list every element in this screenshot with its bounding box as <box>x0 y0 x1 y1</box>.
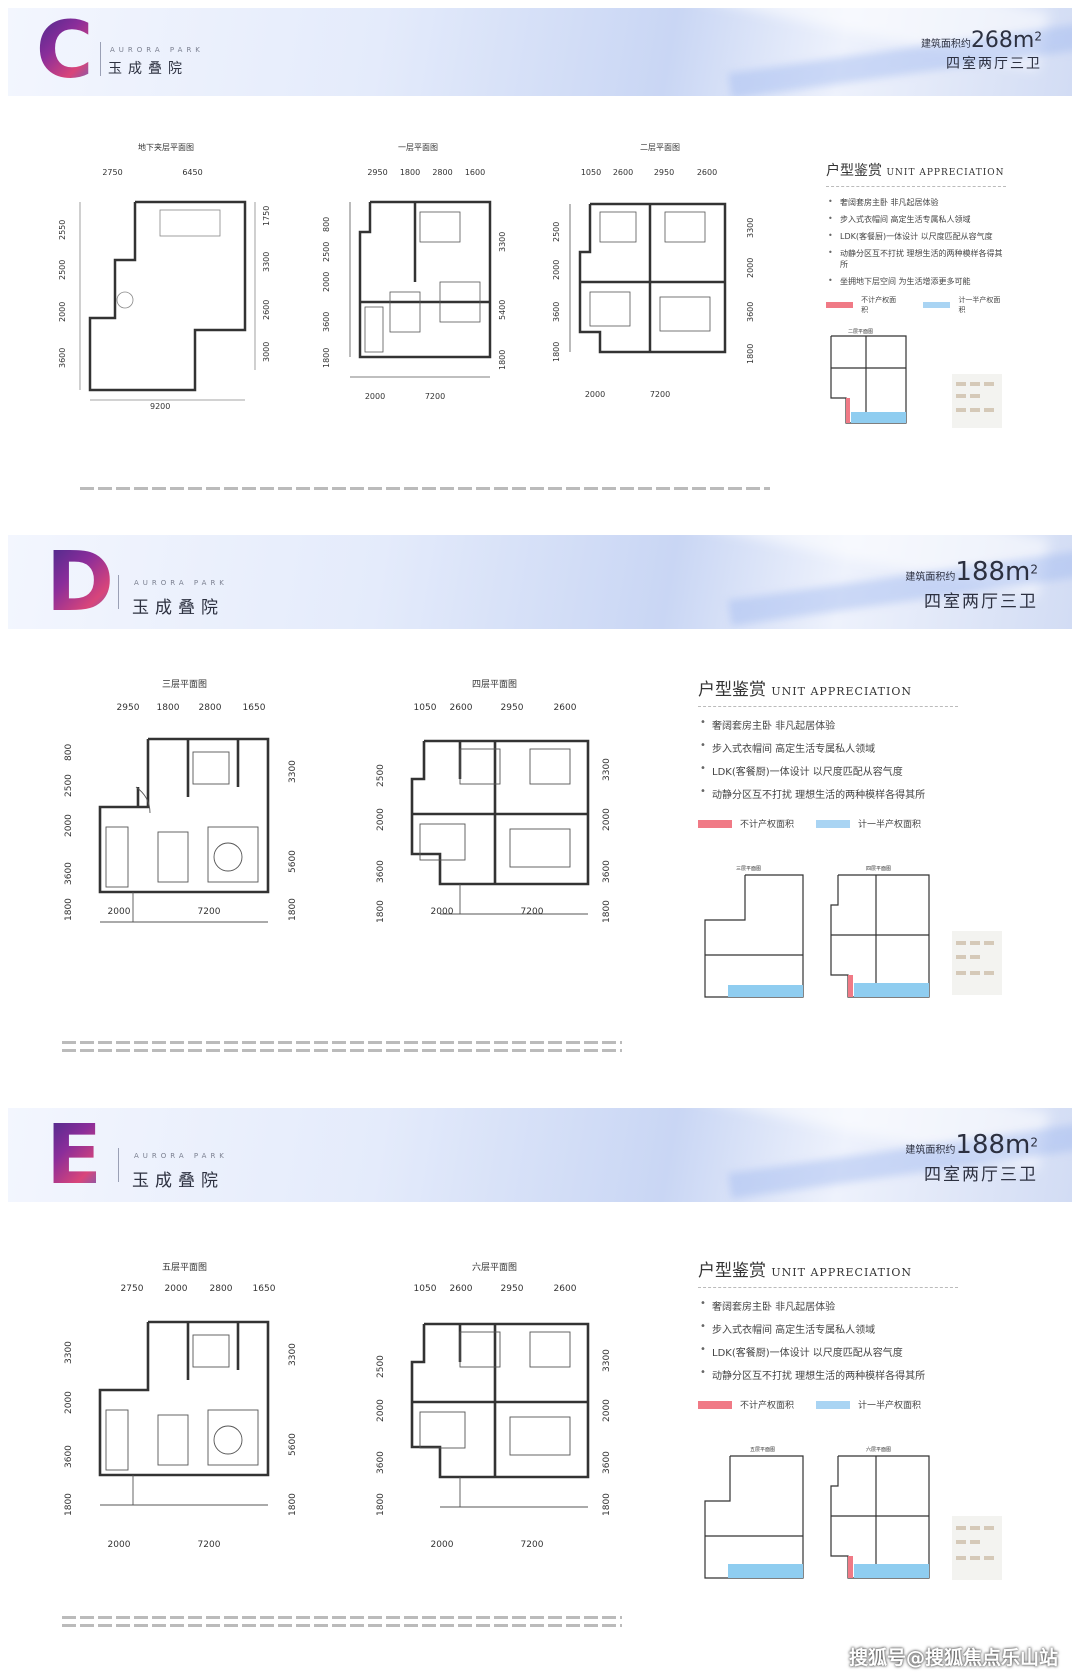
legend-swatch-blue <box>816 819 851 828</box>
mini-floorplan <box>704 874 804 998</box>
site-map <box>952 931 1002 995</box>
feature-item: 奢阔套房主卧 非凡起居体验 <box>698 1298 958 1313</box>
section-e: E AURORA PARK 玉成叠院 建筑面积约188m2 四室两厅三卫 五层平… <box>0 1108 1080 1680</box>
floorplan-level-3 <box>98 737 270 923</box>
feature-item: LDK(客餐厨)一体设计 以尺度匹配从容气度 <box>698 763 958 778</box>
legend-swatch-pink <box>698 819 732 828</box>
legend-swatch-blue <box>816 1400 851 1409</box>
legend-swatch-blue <box>923 302 951 308</box>
plan-title: 二层平面图 <box>640 143 680 152</box>
floorplan-level-4 <box>410 739 590 915</box>
unit-appreciation-panel: 户型鉴赏 UNIT APPRECIATION 奢阔套房主卧 非凡起居体验 步入式… <box>698 1256 958 1411</box>
section-c: C AURORA PARK 玉成叠院 建筑面积约268m2 四室两厅三卫 地下夹… <box>0 0 1080 500</box>
area-box: 建筑面积约188m2 四室两厅三卫 <box>905 1130 1038 1185</box>
feature-item: 动静分区互不打扰 理想生活的两种模样各得其所 <box>826 248 1006 270</box>
brand-en: AURORA PARK <box>110 46 204 54</box>
area-box: 建筑面积约268m2 四室两厅三卫 <box>920 28 1042 72</box>
plan-title: 一层平面图 <box>398 143 438 152</box>
brand-en: AURORA PARK <box>134 579 228 587</box>
banner-d: D AURORA PARK 玉成叠院 建筑面积约188m2 四室两厅三卫 <box>8 535 1072 629</box>
site-map <box>952 374 1002 428</box>
feature-item: 奢阔套房主卧 非凡起居体验 <box>698 717 958 732</box>
section-d: D AURORA PARK 玉成叠院 建筑面积约188m2 四室两厅三卫 三层平… <box>0 535 1080 1055</box>
mini-floorplan <box>830 874 930 998</box>
legend: 不计产权面积 计一半产权面积 <box>698 817 958 830</box>
floorplan-level-6 <box>410 1322 590 1508</box>
unit-letter: D <box>46 535 115 629</box>
legend: 不计产权面积 计一半产权面积 <box>826 295 1006 315</box>
plan-title: 四层平面图 <box>472 680 518 690</box>
mini-floorplan <box>704 1455 804 1579</box>
feature-item: 动静分区互不打扰 理想生活的两种模样各得其所 <box>698 1367 958 1382</box>
area-box: 建筑面积约188m2 四室两厅三卫 <box>905 557 1038 612</box>
brand-cn: 玉成叠院 <box>132 598 224 618</box>
plan-title: 六层平面图 <box>472 1263 518 1273</box>
floorplan-level-2 <box>569 202 727 354</box>
feature-item: LDK(客餐厨)一体设计 以尺度匹配从容气度 <box>826 231 1006 242</box>
plan-title: 地下夹层平面图 <box>138 143 194 152</box>
site-map <box>952 1516 1002 1580</box>
unit-appreciation-panel: 户型鉴赏 UNIT APPRECIATION 奢阔套房主卧 非凡起居体验 步入式… <box>826 160 1006 315</box>
brand-cn: 玉成叠院 <box>132 1171 224 1191</box>
feature-item: 步入式衣帽间 高定生活专属私人领域 <box>698 740 958 755</box>
watermark: 搜狐号@搜狐焦点乐山站 <box>848 1647 1058 1669</box>
unit-appreciation-panel: 户型鉴赏 UNIT APPRECIATION 奢阔套房主卧 非凡起居体验 步入式… <box>698 675 958 830</box>
legend: 不计产权面积 计一半产权面积 <box>698 1398 958 1411</box>
feature-item: 动静分区互不打扰 理想生活的两种模样各得其所 <box>698 786 958 801</box>
mini-floorplan <box>830 1455 930 1579</box>
plan-title: 五层平面图 <box>162 1263 208 1273</box>
feature-item: 步入式衣帽间 高定生活专属私人领域 <box>698 1321 958 1336</box>
feature-item: LDK(客餐厨)一体设计 以尺度匹配从容气度 <box>698 1344 958 1359</box>
legend-swatch-pink <box>826 302 854 308</box>
brand-en: AURORA PARK <box>134 1152 228 1160</box>
floorplan-level-5 <box>98 1320 270 1506</box>
banner-c: C AURORA PARK 玉成叠院 建筑面积约268m2 四室两厅三卫 <box>8 8 1072 96</box>
unit-letter: E <box>46 1108 103 1202</box>
legend-swatch-pink <box>698 1400 732 1409</box>
unit-letter: C <box>36 8 94 96</box>
floorplan-basement <box>79 200 256 401</box>
feature-item: 坐拥地下层空间 为生活增添更多可能 <box>826 276 1006 287</box>
feature-item: 步入式衣帽间 高定生活专属私人领域 <box>826 214 1006 225</box>
floorplan-level-1 <box>349 200 492 378</box>
mini-floorplan <box>830 335 907 424</box>
feature-item: 奢阔套房主卧 非凡起居体验 <box>826 197 1006 208</box>
plan-title: 三层平面图 <box>162 680 208 690</box>
brand-cn: 玉成叠院 <box>108 61 188 77</box>
banner-e: E AURORA PARK 玉成叠院 建筑面积约188m2 四室两厅三卫 <box>8 1108 1072 1202</box>
